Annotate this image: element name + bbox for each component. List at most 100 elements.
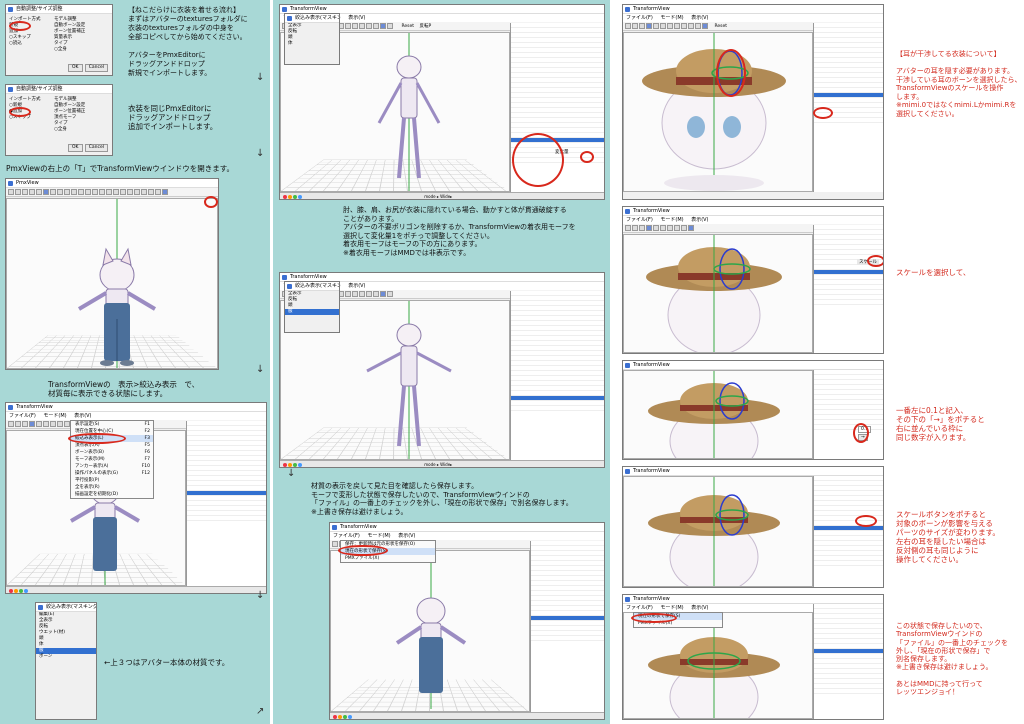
transformview-side-panel[interactable] — [530, 541, 604, 712]
transformview-viewport[interactable] — [330, 550, 530, 712]
menu-item[interactable]: 頂点表示(A)F5 — [75, 443, 150, 448]
cancel-button[interactable]: Cancel — [84, 144, 108, 152]
menu-item[interactable]: ボーン表示(B)F6 — [75, 450, 150, 455]
radio-full[interactable]: ○全身 — [54, 47, 67, 52]
transformview-title: TransformView — [623, 5, 883, 14]
menu-item-pmx[interactable]: PMXファイル(X) — [638, 621, 673, 626]
filter-invert[interactable]: 反転 — [288, 297, 297, 302]
scale-panel[interactable]: 0.1 → — [813, 370, 883, 459]
transformview-viewport[interactable] — [623, 234, 813, 353]
radio-add[interactable]: 追加 — [9, 29, 18, 34]
dlg-label: タイプ — [54, 121, 68, 126]
transformview-viewport[interactable] — [623, 32, 813, 192]
menu-view[interactable]: 表示(V) — [398, 533, 416, 539]
radio-full[interactable]: ○全身 — [54, 127, 67, 132]
menu-item[interactable]: 全を表示(R) — [75, 485, 100, 490]
transformview-side-panel[interactable]: スケール — [813, 225, 883, 353]
checkbox-bone-fix[interactable]: ボーン位置補正 — [54, 29, 86, 34]
morph-panel[interactable] — [510, 291, 604, 460]
menu-item[interactable]: 描画設定を初期化(D) — [75, 492, 118, 497]
filter-window-title: 絞込み表示(マスキング) — [285, 282, 339, 291]
menu-item[interactable]: アンカー表示(A)F10 — [75, 464, 150, 469]
checkbox-bone-fix[interactable]: ボーン位置補正 — [54, 109, 86, 114]
menu-item[interactable]: 現在位置を中心(C)F2 — [75, 429, 150, 434]
filter-invert[interactable]: 反転 — [39, 624, 48, 629]
menu-view[interactable]: 表示(V) — [74, 413, 92, 419]
menu-item[interactable]: 操作パネルの表示(G)F12 — [75, 471, 150, 476]
checkbox-auto-bone[interactable]: 自動ボーン設定 — [54, 103, 86, 108]
reset-button[interactable]: Reset — [714, 24, 728, 29]
radio-skip[interactable]: ○スキップ — [9, 115, 31, 120]
checkbox-vertex-morph[interactable]: 頂点モーフ — [54, 115, 77, 120]
filter-material[interactable]: ウエット(材) — [39, 630, 66, 635]
menu-file[interactable]: ファイル(F) — [626, 605, 653, 611]
cat-head-with-hat — [642, 33, 786, 191]
menu-view[interactable]: 表示(V) — [691, 217, 709, 223]
menu-mode[interactable]: モード(M) — [660, 605, 684, 611]
radio-new[interactable]: ○新規 — [9, 103, 22, 108]
menu-item[interactable]: 平行投影(P) — [75, 478, 100, 483]
cat-avatar-figure — [395, 551, 467, 709]
menu-file[interactable]: ファイル(F) — [626, 217, 653, 223]
menu-item-pmx[interactable]: PMXファイル(X) — [345, 556, 380, 561]
menu-item-save-original[interactable]: 保存：更新時は元の形状を保存(O) — [345, 542, 416, 547]
menu-item[interactable]: 表示設定(S)F1 — [75, 422, 150, 427]
pmxview-title: PmxView — [6, 179, 218, 188]
flip-button[interactable]: 反転P — [419, 24, 432, 29]
filter-material[interactable]: ボーン — [39, 654, 53, 659]
menu-mode[interactable]: モード(M) — [660, 15, 684, 21]
dlg-label: モデル調整 — [54, 97, 77, 102]
dlg-label: インポート方式 — [9, 17, 41, 22]
pmxview-viewport[interactable] — [6, 198, 218, 369]
checkbox-auto-bone[interactable]: 自動ボーン設定 — [54, 23, 86, 28]
menu-mode[interactable]: モード(M) — [43, 413, 67, 419]
cat-head-with-hat — [646, 235, 782, 352]
filter-material[interactable]: 体 — [39, 642, 44, 647]
dlg-label: タイプ — [54, 41, 68, 46]
filter-material[interactable]: 服 — [36, 648, 96, 654]
menu-bar: ファイル(F) モード(M) 表示(V) — [6, 412, 266, 420]
transformview-title: TransformView — [280, 5, 604, 14]
filter-material[interactable]: 服 — [285, 309, 339, 315]
checkbox-mass[interactable]: 質量表示 — [54, 35, 72, 40]
filter-material[interactable]: 頭 — [39, 636, 44, 641]
transform-view-button[interactable] — [162, 189, 168, 195]
filter-show-all[interactable]: 全表示 — [39, 618, 53, 623]
filter-material[interactable]: 頭 — [288, 35, 293, 40]
reset-button[interactable]: Reset — [401, 24, 415, 29]
cat-avatar-figure — [77, 199, 157, 368]
radio-load[interactable]: ○読込 — [9, 41, 22, 46]
import-dialog-add: 自動調整/サイズ調整 インポート方式 ○新規 ●追加 ○スキップ モデル調整 自… — [5, 84, 113, 156]
menu-view[interactable]: 表示(V) — [348, 283, 366, 289]
menu-view[interactable]: 表示(V) — [691, 15, 709, 21]
cancel-button[interactable]: Cancel — [84, 64, 108, 72]
menu-file[interactable]: ファイル(F) — [626, 15, 653, 21]
highlight-scale-button — [855, 515, 877, 527]
menu-mode[interactable]: モード(M) — [367, 533, 391, 539]
transformview-window-ear-3: TransformView 0.1 → — [622, 360, 884, 460]
menu-item[interactable]: モーフ表示(M)F7 — [75, 457, 150, 462]
cat-head-with-hat — [648, 613, 780, 718]
menu-file[interactable]: ファイル(F) — [333, 533, 360, 539]
menu-view[interactable]: 表示(V) — [691, 605, 709, 611]
ok-button[interactable]: OK — [68, 64, 83, 72]
filter-invert[interactable]: 反転 — [288, 29, 297, 34]
filter-material[interactable]: 頭 — [288, 303, 293, 308]
transformview-viewport[interactable] — [623, 476, 813, 587]
filter-show-all[interactable]: 全表示 — [288, 23, 302, 28]
filter-material[interactable]: 体 — [288, 41, 293, 46]
transformview-side-panel[interactable] — [813, 476, 883, 587]
transformview-viewport[interactable] — [623, 612, 813, 719]
filter-menu-edit[interactable]: 編集(E) — [39, 612, 55, 617]
ok-button[interactable]: OK — [68, 144, 83, 152]
transformview-side-panel[interactable] — [186, 421, 266, 586]
transformview-toolbar — [623, 224, 883, 233]
menu-file[interactable]: ファイル(F) — [9, 413, 36, 419]
column-3: TransformView ファイル(F) モード(M) 表示(V) Reset — [614, 0, 1024, 724]
transformview-side-panel[interactable] — [813, 604, 883, 719]
filter-show-all[interactable]: 全表示 — [288, 291, 302, 296]
transformview-viewport[interactable] — [623, 370, 813, 459]
radio-skip[interactable]: ○スキップ — [9, 35, 31, 40]
menu-mode[interactable]: モード(M) — [660, 217, 684, 223]
menu-view[interactable]: 表示(V) — [348, 15, 366, 21]
